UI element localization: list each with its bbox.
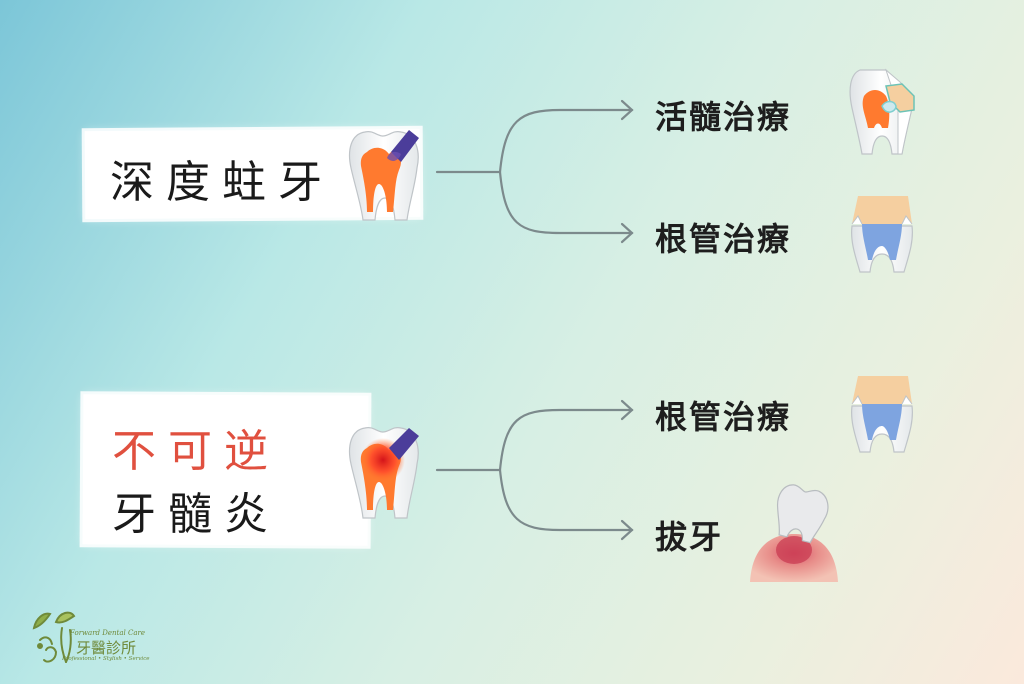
treatment-label-vital-pulp-therapy: 活髓治療 [655, 98, 792, 136]
treatment-label-root-canal-1: 根管治療 [655, 220, 792, 258]
root-canal-tooth-icon-1 [851, 196, 913, 273]
clinic-logo-mark [32, 611, 76, 663]
condition-label-pulpitis: 牙髓炎 [112, 489, 280, 540]
branch-arrow-group-2 [435, 399, 634, 541]
extraction-icon [750, 484, 838, 582]
condition-label-irreversible: 不可逆 [112, 426, 280, 477]
deep-caries-tooth-icon [348, 130, 419, 221]
vital-pulp-therapy-tooth-icon [849, 68, 915, 155]
pulpitis-tooth-icon [348, 426, 419, 519]
treatment-label-extraction: 拔牙 [655, 518, 724, 556]
branch-arrow-group-1 [435, 99, 634, 244]
treatment-label-root-canal-2: 根管治療 [655, 398, 792, 436]
clinic-tagline: Professional • Stylish • Service [62, 656, 150, 662]
condition-label-deep-caries: 深度蛀牙 [110, 157, 334, 208]
root-canal-tooth-icon-2 [851, 376, 913, 453]
clinic-english-name: Forward Dental Care [70, 629, 145, 637]
clinic-chinese-name: 牙醫診所 [76, 639, 137, 657]
